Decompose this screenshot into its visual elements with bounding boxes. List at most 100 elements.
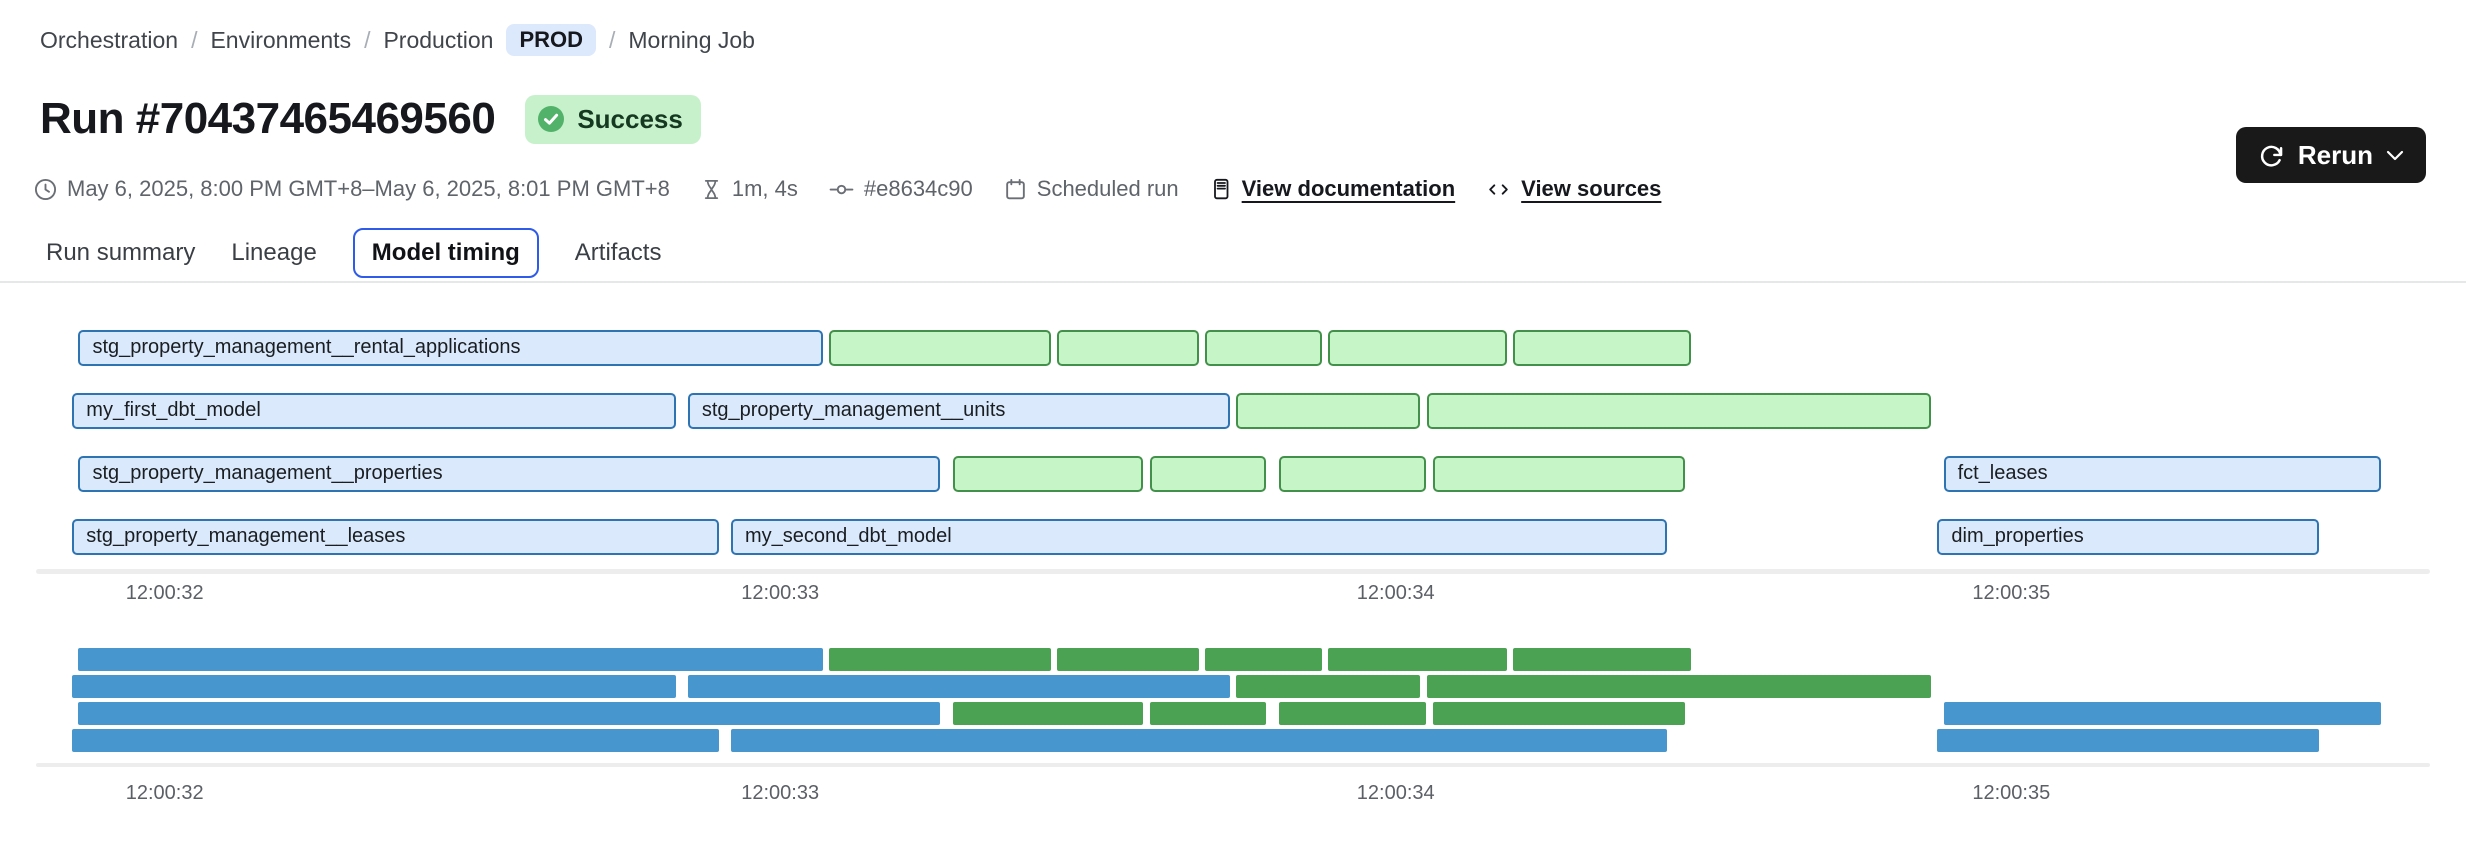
hourglass-icon [704, 179, 718, 199]
chevron-down-icon [2386, 150, 2404, 160]
run-time-range-label: May 6, 2025, 8:00 PM GMT+8–May 6, 2025, … [67, 176, 670, 201]
gantt-bar-label: stg_property_management__leases [86, 525, 406, 547]
gantt-bar[interactable]: dim_properties [1937, 519, 2320, 555]
environment-prod-badge: PROD [506, 24, 596, 56]
run-tabs: Run summary Lineage Model timing Artifac… [46, 228, 661, 278]
minimap-bar[interactable] [687, 675, 1230, 698]
minimap-bar[interactable] [1426, 675, 1932, 698]
minimap-bar[interactable] [1432, 702, 1686, 725]
calendar-icon [1005, 178, 1025, 199]
breadcrumb: Orchestration / Environments / Productio… [40, 24, 755, 56]
status-badge: Success [525, 94, 701, 144]
time-axis-minimap: 12:00:32 12:00:33 12:00:34 12:00:35 [60, 782, 2436, 808]
run-duration: 1m, 4s [700, 176, 798, 202]
time-axis-main: 12:00:32 12:00:33 12:00:34 12:00:35 [60, 582, 2436, 608]
tabs-divider [0, 281, 2466, 283]
run-meta-row: May 6, 2025, 8:00 PM GMT+8–May 6, 2025, … [33, 176, 1661, 202]
commit-ref: #e8634c90 [828, 176, 973, 202]
clock-icon [34, 178, 57, 200]
minimap-bar[interactable] [1278, 702, 1427, 725]
gantt-bar[interactable] [952, 456, 1144, 492]
run-trigger-label: Scheduled run [1036, 176, 1179, 201]
axis-tick-label: 12:00:35 [1972, 782, 2051, 804]
minimap-bar[interactable] [730, 729, 1667, 752]
breadcrumb-item-orchestration[interactable]: Orchestration [40, 26, 179, 53]
breadcrumb-item-morning-job[interactable]: Morning Job [628, 26, 755, 53]
minimap-bar[interactable] [1204, 648, 1322, 671]
minimap-bar[interactable] [1937, 729, 2320, 752]
minimap-bar[interactable] [72, 729, 719, 752]
gantt-bar-label: stg_property_management__units [701, 399, 1006, 421]
minimap-bar[interactable] [952, 702, 1144, 725]
view-sources[interactable]: View sources [1485, 176, 1661, 202]
axis-tick-label: 12:00:34 [1356, 582, 1435, 604]
minimap-bar[interactable] [1149, 702, 1267, 725]
minimap-bar[interactable] [1235, 675, 1421, 698]
gantt-bar[interactable] [1328, 330, 1507, 366]
view-sources-link[interactable]: View sources [1521, 176, 1662, 201]
documentation-icon [1213, 178, 1229, 200]
tab-artifacts[interactable]: Artifacts [574, 239, 662, 266]
minimap-bar[interactable] [829, 648, 1052, 671]
tab-run-summary[interactable]: Run summary [46, 239, 196, 266]
page-title: Run #70437465469560 [40, 94, 496, 143]
axis-tick-label: 12:00:32 [125, 582, 204, 604]
axis-tick-label: 12:00:33 [741, 782, 820, 804]
gantt-bar[interactable] [1057, 330, 1199, 366]
gantt-bar[interactable] [1432, 456, 1686, 492]
run-trigger: Scheduled run [1003, 176, 1179, 202]
minimap-bar[interactable] [1328, 648, 1507, 671]
gantt-bar[interactable]: stg_property_management__leases [72, 519, 719, 555]
axis-tick-label: 12:00:32 [125, 782, 204, 804]
minimap-bar[interactable] [1057, 648, 1199, 671]
breadcrumb-separator: / [609, 26, 616, 53]
timeline-minimap[interactable] [60, 648, 2436, 754]
gantt-bar[interactable] [1426, 393, 1932, 429]
chart-axis-divider [36, 569, 2430, 574]
axis-tick-label: 12:00:33 [741, 582, 820, 604]
gantt-bar[interactable]: fct_leases [1943, 456, 2381, 492]
gantt-bar[interactable] [1204, 330, 1322, 366]
gantt-bar[interactable] [829, 330, 1052, 366]
minimap-bar[interactable] [72, 675, 676, 698]
gantt-bar[interactable]: my_second_dbt_model [730, 519, 1667, 555]
gantt-bar[interactable]: stg_property_management__properties [78, 456, 941, 492]
gantt-bar-label: fct_leases [1957, 462, 2048, 484]
minimap-bar[interactable] [1943, 702, 2381, 725]
gantt-bar-label: stg_property_management__properties [92, 462, 443, 484]
gantt-bar[interactable] [1278, 456, 1427, 492]
rerun-button[interactable]: Rerun [2235, 127, 2426, 183]
success-check-icon [538, 106, 565, 132]
axis-tick-label: 12:00:34 [1356, 782, 1435, 804]
gantt-bar[interactable] [1235, 393, 1421, 429]
view-documentation-link[interactable]: View documentation [1241, 176, 1456, 201]
minimap-axis-divider [36, 763, 2430, 767]
tab-model-timing[interactable]: Model timing [352, 228, 539, 278]
status-badge-label: Success [577, 103, 683, 134]
gantt-bar[interactable] [1512, 330, 1692, 366]
gantt-bar-label: my_second_dbt_model [744, 525, 952, 547]
code-icon [1489, 183, 1508, 195]
gantt-bar[interactable]: stg_property_management__units [687, 393, 1230, 429]
run-header: Run #70437465469560 Success [40, 94, 701, 144]
gantt-bar[interactable] [1149, 456, 1267, 492]
breadcrumb-item-production[interactable]: Production [383, 26, 494, 53]
breadcrumb-item-environments[interactable]: Environments [210, 26, 352, 53]
refresh-icon [2260, 145, 2283, 167]
minimap-bar[interactable] [1512, 648, 1692, 671]
breadcrumb-separator: / [364, 26, 371, 53]
gantt-bar-label: my_first_dbt_model [86, 399, 261, 421]
gantt-bar-label: dim_properties [1951, 525, 2084, 547]
commit-ref-label: #e8634c90 [863, 176, 973, 201]
view-documentation[interactable]: View documentation [1209, 176, 1456, 202]
tab-lineage[interactable]: Lineage [231, 239, 317, 266]
gantt-bar[interactable]: stg_property_management__rental_applicat… [78, 330, 824, 366]
gantt-bar[interactable]: my_first_dbt_model [72, 393, 676, 429]
minimap-bar[interactable] [78, 702, 941, 725]
gantt-bar-label: stg_property_management__rental_applicat… [92, 336, 521, 358]
run-duration-label: 1m, 4s [731, 176, 798, 201]
minimap-bar[interactable] [78, 648, 824, 671]
git-commit-icon [829, 184, 854, 194]
axis-tick-label: 12:00:35 [1972, 582, 2051, 604]
run-time-range: May 6, 2025, 8:00 PM GMT+8–May 6, 2025, … [33, 176, 670, 202]
